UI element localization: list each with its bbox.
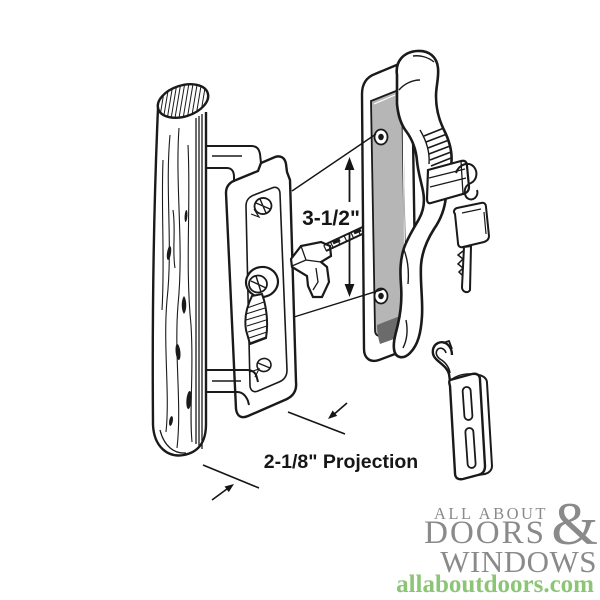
extension-line-bottom <box>293 288 385 318</box>
arrowhead-down <box>344 284 355 297</box>
dimension-hole-spacing <box>291 133 385 318</box>
screw-hole-bottom <box>373 287 389 305</box>
latch-hook-detail <box>291 245 322 291</box>
logo-doors: DOORS <box>424 515 546 551</box>
logo-windows: WINDOWS <box>440 544 597 579</box>
top-screw <box>250 197 273 219</box>
arrowhead-lower <box>224 484 234 493</box>
latch-hook <box>289 240 333 299</box>
logo-ampersand: & <box>551 491 598 557</box>
projection-line-lower <box>202 464 260 489</box>
screw-hole-top <box>373 128 389 146</box>
keeper-bracket <box>431 339 494 481</box>
exterior-handle <box>360 49 491 363</box>
arrowhead-upper <box>328 410 338 419</box>
brand-logo: ALL ABOUT & DOORS WINDOWS allaboutdoors.… <box>388 494 598 600</box>
wood-knots <box>166 210 192 426</box>
interior-plate <box>206 145 333 419</box>
logo-website-url: allaboutdoors.com <box>396 571 594 598</box>
top-bracket <box>206 145 262 182</box>
thumbturn-lock <box>244 265 280 346</box>
grip-ridges <box>423 127 453 173</box>
key-teeth <box>456 250 465 277</box>
lever-hatch <box>245 301 268 344</box>
wood-grain-lines <box>161 127 193 449</box>
keys-on-ring <box>452 162 491 294</box>
pull-handle-contours <box>398 55 435 349</box>
extension-line-top <box>291 133 377 192</box>
projection-line-upper <box>287 411 346 435</box>
bottom-bracket <box>206 369 259 406</box>
dimension-height-label: 3-1/2" <box>302 207 360 230</box>
dimension-projection-label: 2-1/8" Projection <box>264 451 418 473</box>
bottom-screw <box>249 357 272 378</box>
key-ring-clip <box>455 162 479 201</box>
key-head <box>452 201 491 249</box>
wood-handle <box>151 78 213 457</box>
plate-inner-face <box>245 186 288 393</box>
arrowhead-up <box>344 157 355 170</box>
key-blade <box>460 244 473 294</box>
lock-bolt <box>425 159 471 205</box>
logo-all-about: ALL ABOUT <box>433 504 548 523</box>
dimension-projection <box>202 402 348 501</box>
